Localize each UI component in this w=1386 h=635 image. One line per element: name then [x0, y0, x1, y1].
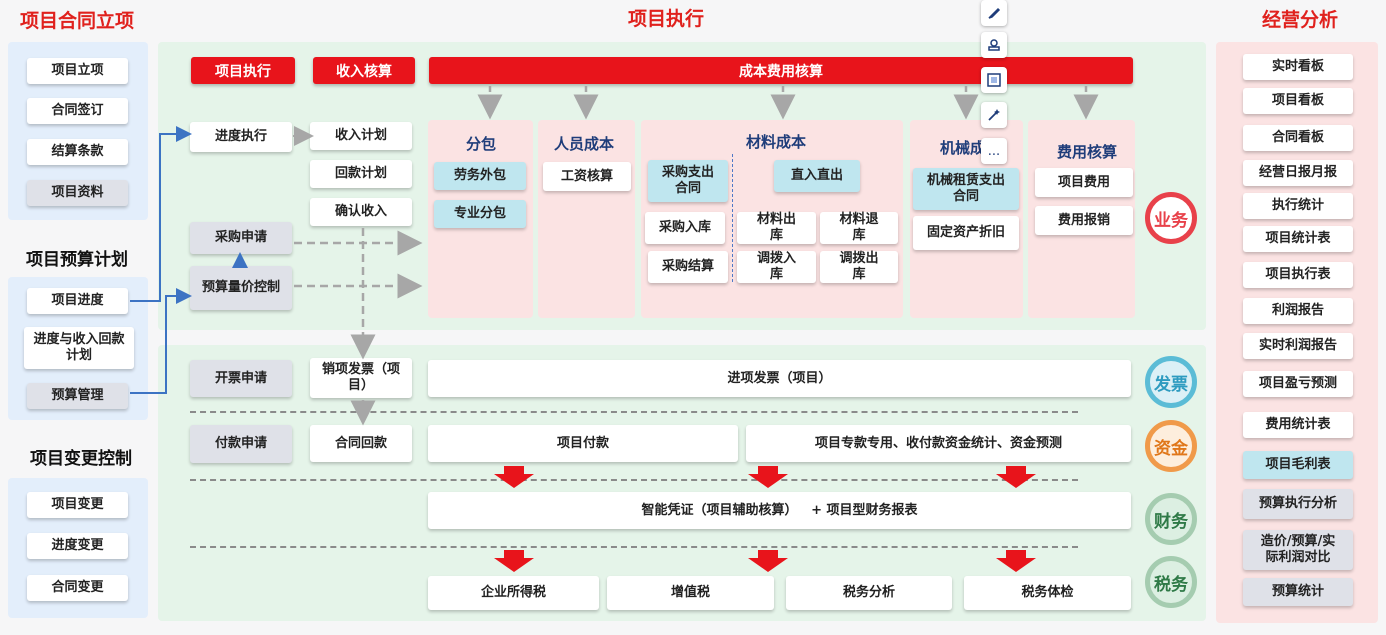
rt-project-board[interactable]: 项目看板 [1243, 88, 1353, 114]
labor-outsource-button[interactable]: 劳务外包 [434, 162, 526, 190]
finance-circle: 财务 [1145, 493, 1197, 545]
rt-expense-stats[interactable]: 费用统计表 [1243, 412, 1353, 438]
rt-project-exec-table[interactable]: 项目执行表 [1243, 262, 1353, 288]
material-divider [732, 154, 733, 282]
contract-sign-button[interactable]: 合同签订 [27, 98, 128, 124]
labor-title: 人员成本 [554, 135, 615, 153]
rt-budget-exec-analysis[interactable]: 预算执行分析 [1243, 489, 1353, 519]
left-top-title: 项目合同立项 [20, 10, 135, 32]
tax-check-button[interactable]: 税务体检 [964, 576, 1131, 610]
rt-cost-comparison[interactable]: 造价/预算/实际利润对比 [1243, 530, 1353, 570]
project-payment-button[interactable]: 项目付款 [428, 425, 738, 462]
transfer-outbound-button[interactable]: 调拨出库 [820, 251, 898, 283]
project-setup-button[interactable]: 项目立项 [27, 58, 128, 84]
asset-depreciation-button[interactable]: 固定资产折旧 [913, 216, 1019, 250]
business-circle: 业务 [1145, 192, 1197, 244]
progress-change-button[interactable]: 进度变更 [27, 533, 128, 559]
progress-exec-button[interactable]: 进度执行 [190, 122, 292, 152]
frame-icon[interactable] [981, 67, 1007, 93]
settlement-terms-button[interactable]: 结算条款 [27, 139, 128, 165]
more-icon[interactable]: ... [981, 138, 1007, 164]
red-arrows [494, 466, 1036, 572]
payment-apply-button[interactable]: 付款申请 [190, 425, 292, 463]
project-docs-button[interactable]: 项目资料 [27, 180, 128, 206]
budget-price-control-button[interactable]: 预算量价控制 [190, 266, 292, 310]
material-return-button[interactable]: 材料退库 [820, 212, 898, 244]
connector-progress-to-exec [130, 126, 192, 302]
project-change-button[interactable]: 项目变更 [27, 492, 128, 518]
rt-realtime-profit[interactable]: 实时利润报告 [1243, 333, 1353, 359]
exec-header: 项目执行 [191, 57, 295, 84]
expense-claim-button[interactable]: 费用报销 [1035, 206, 1133, 235]
project-expense-button[interactable]: 项目费用 [1035, 168, 1133, 197]
rt-profit-report[interactable]: 利润报告 [1243, 298, 1353, 324]
machine-lease-button[interactable]: 机械租赁支出合同 [913, 168, 1019, 210]
rt-contract-board[interactable]: 合同看板 [1243, 125, 1353, 151]
cost-header: 成本费用核算 [429, 57, 1133, 84]
direct-inout-button[interactable]: 直入直出 [774, 160, 860, 192]
material-title: 材料成本 [746, 133, 807, 151]
pro-subcontract-button[interactable]: 专业分包 [434, 200, 526, 228]
fund-statistics-button[interactable]: 项目专款专用、收付款资金统计、资金预测 [746, 425, 1131, 462]
project-progress-button[interactable]: 项目进度 [27, 288, 128, 314]
machine-title: 机械成 [940, 139, 986, 157]
invoice-apply-button[interactable]: 开票申请 [190, 360, 292, 397]
budget-plan-title: 项目预算计划 [26, 250, 128, 270]
vat-button[interactable]: 增值税 [607, 576, 774, 610]
rt-project-stats[interactable]: 项目统计表 [1243, 226, 1353, 252]
fund-circle: 资金 [1145, 420, 1197, 472]
progress-income-plan-button[interactable]: 进度与收入回款计划 [24, 327, 134, 369]
rt-daily-monthly[interactable]: 经营日报月报 [1243, 160, 1353, 186]
payroll-button[interactable]: 工资核算 [543, 162, 631, 191]
transfer-inbound-button[interactable]: 调拨入库 [737, 251, 816, 283]
income-tax-button[interactable]: 企业所得税 [428, 576, 599, 610]
labor-section [538, 120, 635, 318]
budget-mgmt-button[interactable]: 预算管理 [27, 383, 128, 409]
purchase-settle-button[interactable]: 采购结算 [648, 251, 728, 283]
material-outbound-button[interactable]: 材料出库 [737, 212, 816, 244]
center-title: 项目执行 [628, 8, 705, 30]
rt-exec-stats[interactable]: 执行统计 [1243, 193, 1353, 219]
invoice-circle: 发票 [1145, 356, 1197, 408]
collection-plan-button[interactable]: 回款计划 [310, 160, 412, 188]
purchase-contract-button[interactable]: 采购支出合同 [648, 160, 728, 202]
rt-realtime-board[interactable]: 实时看板 [1243, 54, 1353, 80]
purchase-apply-button[interactable]: 采购申请 [190, 222, 292, 254]
expense-title: 费用核算 [1057, 143, 1118, 161]
contract-change-button[interactable]: 合同变更 [27, 575, 128, 601]
stamp-icon[interactable] [981, 32, 1007, 58]
tax-circle: 税务 [1145, 556, 1197, 608]
connector-budget-to-control [130, 288, 192, 394]
income-header: 收入核算 [313, 57, 415, 84]
right-title: 经营分析 [1262, 9, 1339, 31]
magic-wand-icon[interactable] [981, 102, 1007, 128]
sales-invoice-button[interactable]: 销项发票（项目） [310, 358, 412, 398]
rt-pnl-forecast[interactable]: 项目盈亏预测 [1243, 371, 1353, 397]
income-plan-button[interactable]: 收入计划 [310, 122, 412, 150]
change-control-title: 项目变更控制 [30, 449, 132, 469]
contract-collection-button[interactable]: 合同回款 [310, 425, 412, 462]
separator-line [190, 479, 1078, 481]
smart-voucher-button[interactable]: 智能凭证（项目辅助核算） + 项目型财务报表 [428, 492, 1131, 529]
rt-gross-margin[interactable]: 项目毛利表 [1243, 451, 1353, 479]
subcontract-title: 分包 [466, 135, 497, 153]
brush-icon[interactable] [981, 0, 1007, 26]
tax-analysis-button[interactable]: 税务分析 [786, 576, 952, 610]
input-invoice-button[interactable]: 进项发票（项目） [428, 360, 1131, 397]
separator-line [190, 546, 1078, 548]
rt-budget-stats[interactable]: 预算统计 [1243, 578, 1353, 606]
confirm-income-button[interactable]: 确认收入 [310, 198, 412, 226]
purchase-inbound-button[interactable]: 采购入库 [645, 212, 725, 244]
separator-line [190, 411, 1078, 413]
